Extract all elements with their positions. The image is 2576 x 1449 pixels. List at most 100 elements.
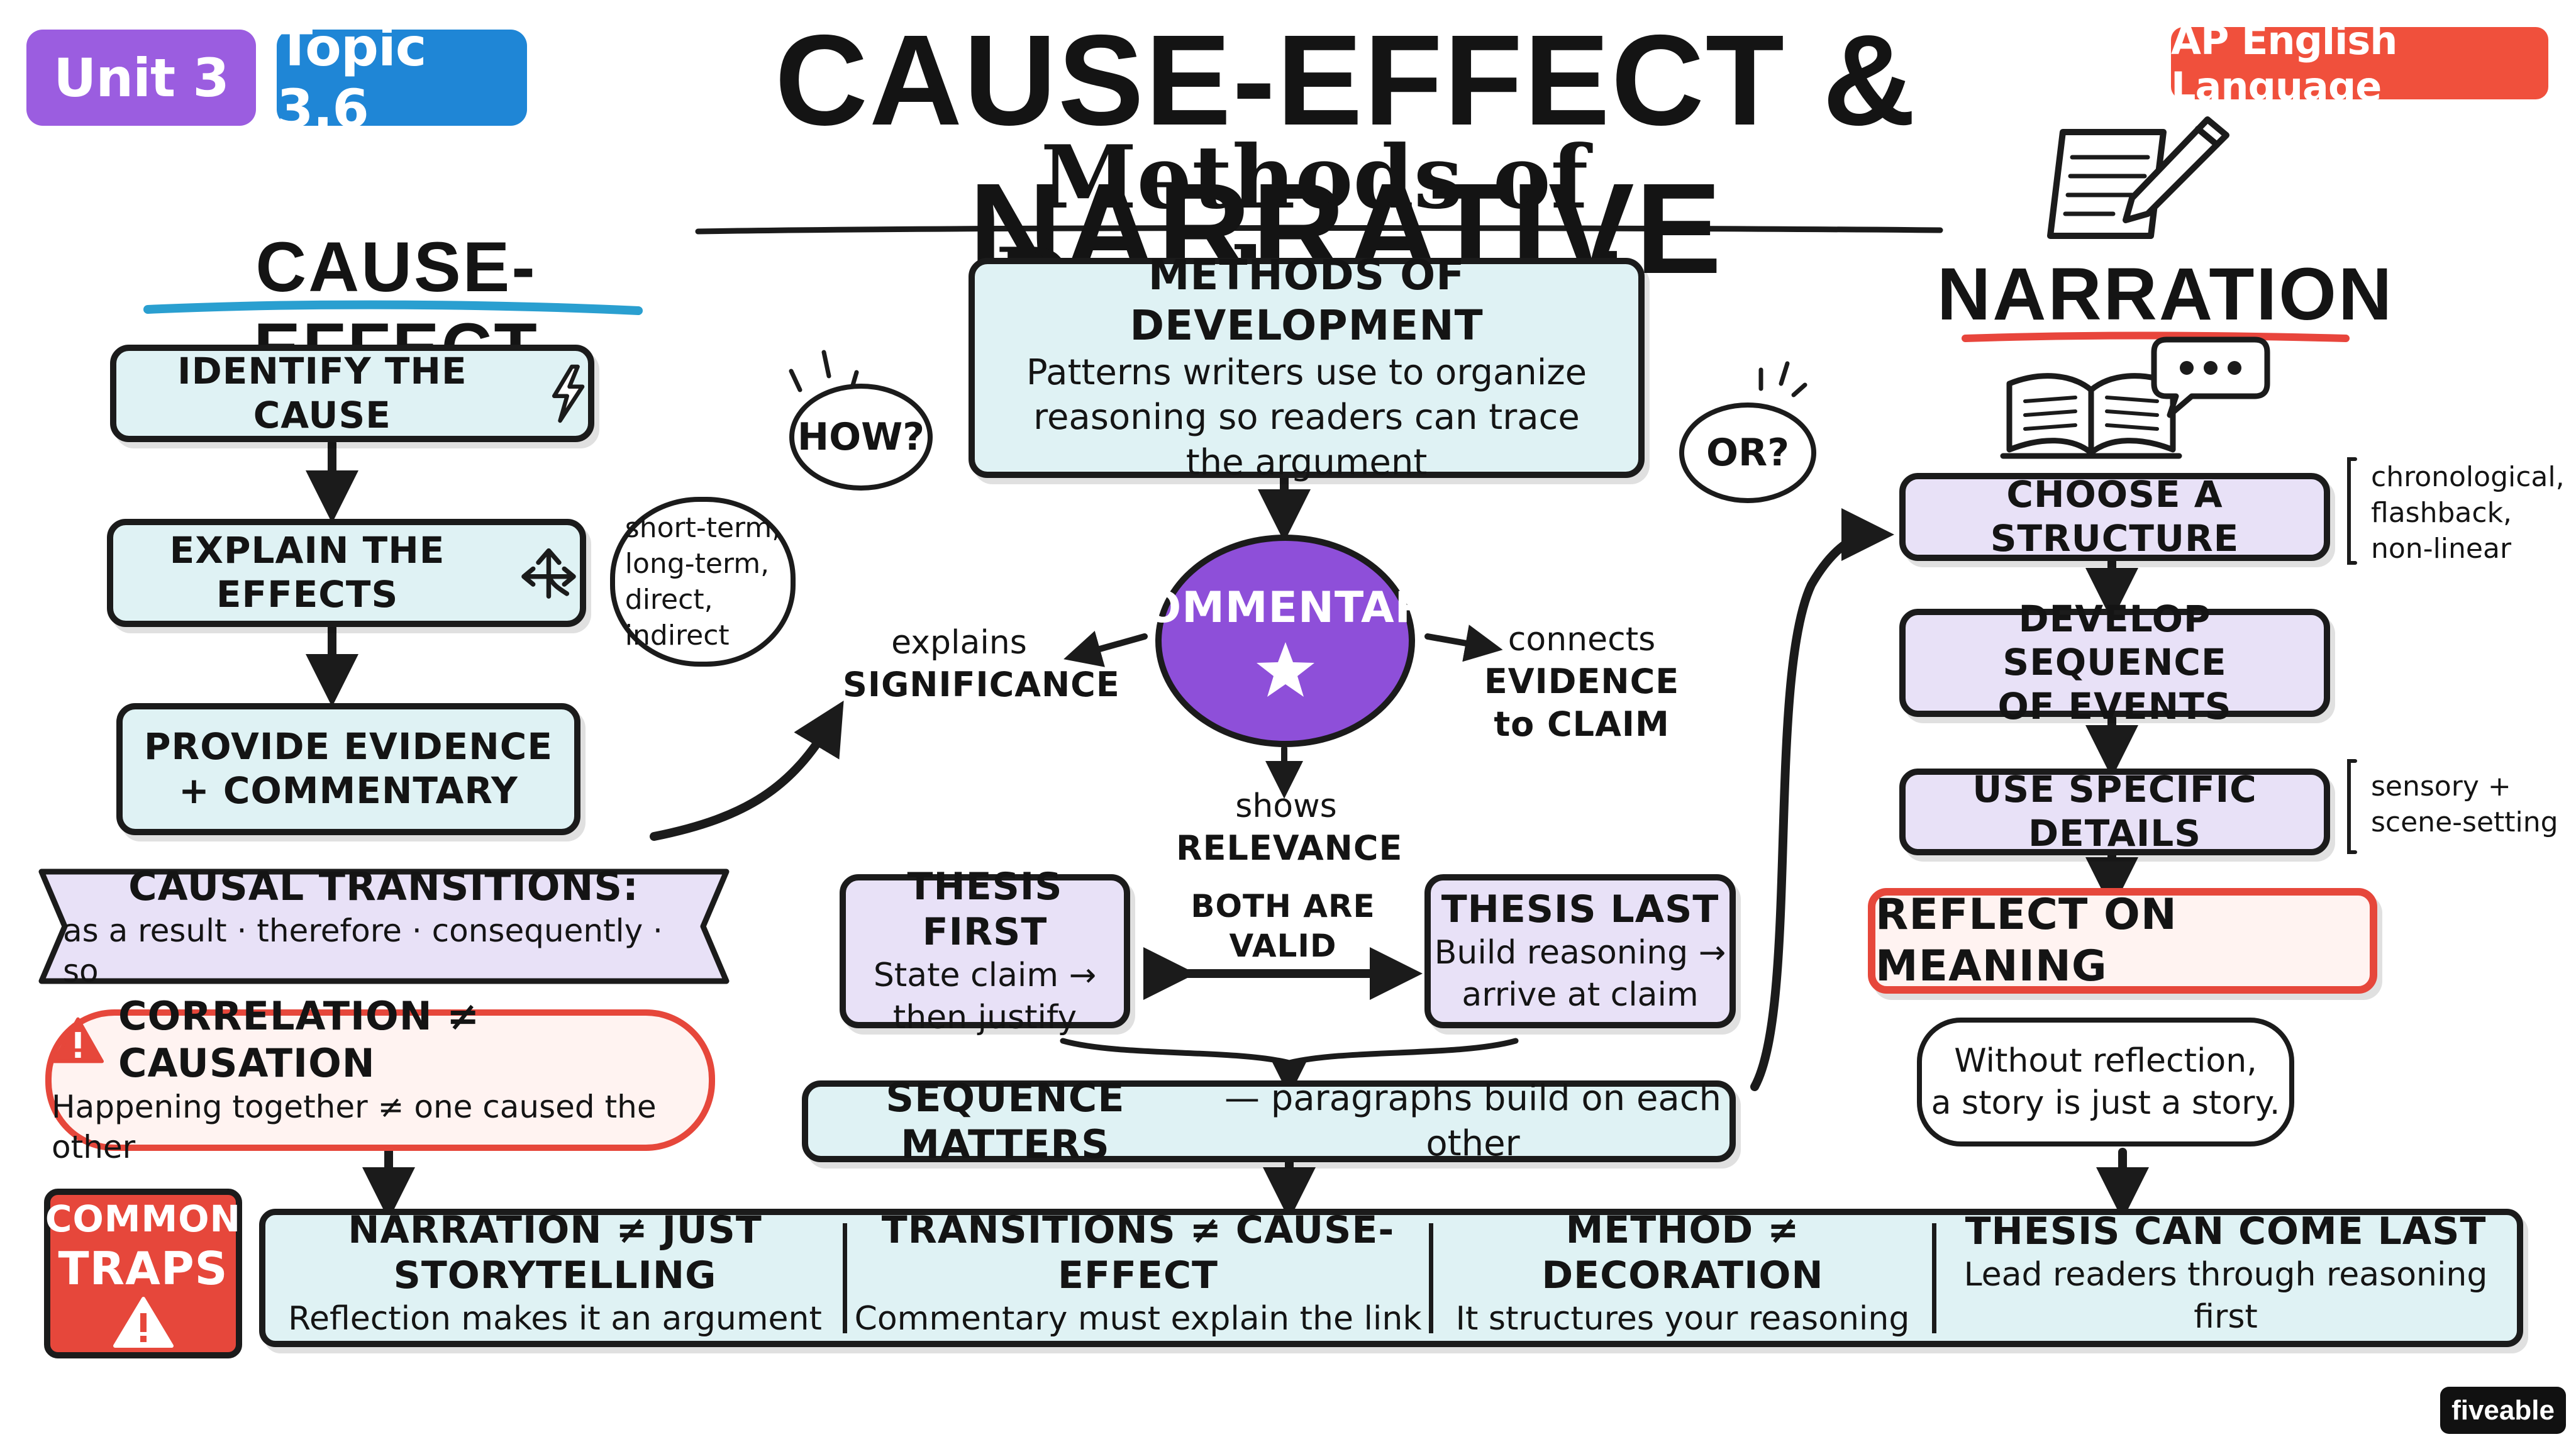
traps-label-1: COMMON (45, 1197, 242, 1240)
develop-sequence-line1: DEVELOP SEQUENCE (2002, 597, 2227, 684)
trap-3-text: It structures your reasoning (1455, 1299, 1910, 1338)
evidence-claim-line3: to CLAIM (1494, 704, 1670, 744)
trap-2-title: TRANSITIONS ≠ CAUSE-EFFECT (881, 1208, 1395, 1297)
details-note-1: sensory + (2371, 770, 2511, 802)
trap-3-title: METHOD ≠ DECORATION (1541, 1208, 1824, 1297)
common-traps-label: COMMON TRAPS (44, 1189, 242, 1358)
traps-warning-icon (113, 1296, 174, 1348)
trap-item-2: TRANSITIONS ≠ CAUSE-EFFECT Commentary mu… (847, 1208, 1429, 1338)
provide-evidence-line1: PROVIDE EVIDENCE (144, 725, 553, 769)
topic-badge: Topic 3.6 (277, 16, 527, 140)
traps-divider-2 (1429, 1223, 1433, 1333)
traps-panel (259, 1209, 2523, 1347)
relevance-label: shows RELEVANCE (1176, 786, 1403, 870)
reflect-meaning-label: REFLECT ON MEANING (1875, 890, 2177, 991)
trap-item-3: METHOD ≠ DECORATION It structures your r… (1433, 1208, 1932, 1338)
choose-structure-box: CHOOSE A STRUCTURE (1899, 473, 2330, 561)
identify-cause-box: IDENTIFY THE CAUSE (110, 345, 594, 442)
warning-text: Happening together ≠ one caused the othe… (52, 1088, 657, 1165)
identify-cause-label: IDENTIFY THE CAUSE (177, 349, 467, 436)
thesis-first-line2: then justify (892, 998, 1077, 1036)
both-valid-line1: BOTH ARE (1191, 888, 1375, 924)
sequence-rest: — paragraphs build on each other (1224, 1078, 1721, 1164)
effects-note-1: short-term, (625, 511, 781, 544)
lightning-icon (552, 364, 584, 423)
provide-evidence-line2: + COMMENTARY (179, 769, 518, 812)
sequence-bold: SEQUENCE MATTERS (886, 1074, 1125, 1167)
trap-4-text: Lead readers through reasoning first (1963, 1256, 2488, 1336)
speech-bubble-icon (2151, 336, 2270, 418)
bracket-structure (2347, 457, 2357, 565)
arrow-sequence-to-narration (1750, 508, 1894, 1091)
traps-divider-3 (1932, 1223, 1936, 1333)
warning-title: CORRELATION ≠ CAUSATION (118, 993, 480, 1086)
relevance-line1: shows (1235, 787, 1337, 825)
reflect-meaning-box: REFLECT ON MEANING (1868, 888, 2377, 994)
trap-item-4: THESIS CAN COME LAST Lead readers throug… (1936, 1209, 2515, 1336)
brace-to-sequence (1060, 1038, 1519, 1066)
methods-box: METHODS OF DEVELOPMENT Patterns writers … (969, 251, 1645, 483)
develop-sequence-line2: OF EVENTS (1997, 684, 2232, 728)
sequence-box: SEQUENCE MATTERS — paragraphs build on e… (802, 1075, 1736, 1167)
relevance-line2: RELEVANCE (1176, 828, 1403, 868)
thesis-first-title: THESIS FIRST (907, 864, 1063, 954)
arrow-commentary-left (1063, 631, 1148, 667)
methods-text-2: reasoning so readers can trace (1033, 397, 1580, 438)
evidence-claim-line2: EVIDENCE (1484, 662, 1680, 701)
both-valid-line2: VALID (1229, 927, 1337, 964)
evidence-claim-line1: connects (1507, 621, 1656, 658)
methods-title: METHODS OF DEVELOPMENT (1130, 251, 1484, 350)
thesis-last-line2: arrive at claim (1462, 975, 1699, 1014)
specific-details-label: USE SPECIFIC DETAILS (1972, 768, 2257, 855)
specific-details-box: USE SPECIFIC DETAILS (1899, 768, 2330, 855)
both-valid-label: BOTH ARE VALID (1182, 887, 1384, 965)
evidence-claim-label: connects EVIDENCE to CLAIM (1472, 619, 1692, 745)
transitions-content: CAUSAL TRANSITIONS: as a result · theref… (63, 863, 704, 989)
transitions-title: CAUSAL TRANSITIONS: (128, 863, 639, 910)
trap-item-1: NARRATION ≠ JUST STORYTELLING Reflection… (267, 1208, 843, 1338)
correlation-warning: CORRELATION ≠ CAUSATION Happening togeth… (45, 993, 715, 1165)
arrow-evidence-to-commentary (650, 700, 844, 841)
effects-note-bubble: short-term, long-term, direct, indirect (610, 497, 796, 667)
transitions-list: as a result · therefore · consequently ·… (63, 912, 663, 989)
thesis-first-box: THESIS FIRST State claim → then justify (840, 865, 1130, 1036)
trap-1-title: NARRATION ≠ JUST STORYTELLING (348, 1208, 762, 1297)
choose-structure-label: CHOOSE A STRUCTURE (1990, 473, 2240, 560)
traps-label-2: TRAPS (58, 1241, 228, 1295)
methods-text-3: the argument (1185, 442, 1428, 484)
structure-note-2: flashback, (2371, 497, 2512, 530)
significance-line1: explains (891, 624, 1027, 662)
reflection-quote-2: a story is just a story. (1931, 1084, 2280, 1122)
bracket-details (2347, 759, 2357, 854)
significance-line2: SIGNIFICANCE (843, 665, 1120, 704)
effects-note-4: indirect (625, 619, 730, 652)
or-bubble: OR? (1679, 402, 1816, 503)
thesis-last-box: THESIS LAST Build reasoning → arrive at … (1424, 874, 1736, 1028)
transitions-ribbon (38, 869, 730, 984)
thesis-first-line1: State claim → (873, 956, 1097, 994)
significance-label: explains SIGNIFICANCE (843, 623, 1120, 706)
structure-note: chronological, flashback, non-linear (2371, 459, 2565, 567)
page-title: CAUSE-EFFECT & NARRATIVE (774, 8, 1918, 301)
reflection-quote-1: Without reflection, (1954, 1041, 2257, 1080)
details-note: sensory + scene-setting (2371, 769, 2560, 840)
trap-4-title: THESIS CAN COME LAST (1965, 1209, 2487, 1254)
thesis-last-line1: Build reasoning → (1434, 933, 1726, 972)
how-bubble: HOW? (789, 384, 933, 491)
trap-2-text: Commentary must explain the link (854, 1299, 1422, 1338)
star-icon (1256, 642, 1314, 697)
traps-divider-1 (843, 1223, 847, 1333)
course-badge: AP English Language (2171, 18, 2548, 109)
details-note-2: scene-setting (2371, 806, 2558, 839)
effects-note-2: long-term, (625, 547, 770, 580)
reflection-quote-bubble: Without reflection, a story is just a st… (1917, 1018, 2294, 1146)
commentary-circle: COMMENTARY (1113, 535, 1457, 747)
effects-note-3: direct, (625, 584, 713, 616)
arrows-split-icon (521, 548, 576, 599)
trap-1-text: Reflection makes it an argument (288, 1299, 822, 1338)
structure-note-1: chronological, (2371, 461, 2565, 493)
notepad-pencil-icon (2047, 116, 2229, 239)
narration-heading: NARRATION (1937, 253, 2394, 336)
book-icon (2000, 373, 2182, 459)
thesis-last-title: THESIS LAST (1441, 887, 1719, 931)
